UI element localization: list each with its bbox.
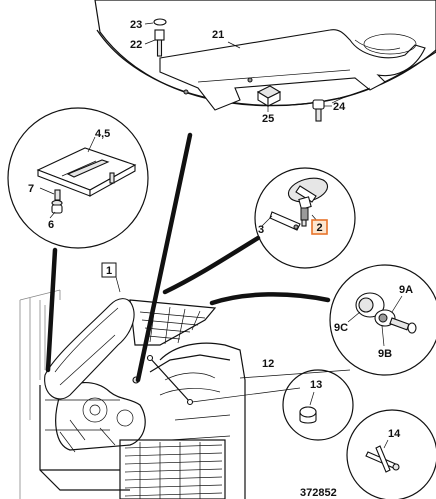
label-25: 25 [262,113,274,125]
leader-lines [45,132,331,383]
label-box-2-highlight [311,219,328,235]
label-9a: 9A [399,284,413,296]
label-box-1 [101,262,117,278]
label-22: 22 [130,39,142,51]
part-labels: 1 2 3 4,5 6 7 9A 9B 9C 12 13 14 21 22 23… [28,19,413,440]
machine-assembly [19,289,246,499]
detail-circle-2-3 [254,167,356,269]
label-2: 2 [316,222,322,234]
label-6: 6 [48,219,54,231]
detail-circle-13 [282,369,354,441]
label-13: 13 [310,379,322,391]
label-4-5: 4,5 [95,128,110,140]
label-24: 24 [333,101,346,113]
thin-leaders [191,369,351,403]
label-3: 3 [258,224,264,236]
label-9b: 9B [378,348,392,360]
detail-circle-14 [346,409,436,499]
figure-number: 372852 [300,487,337,499]
label-7: 7 [28,183,34,195]
detail-circle-top [94,0,436,122]
label-14: 14 [388,428,401,440]
detail-circle-9 [329,264,436,376]
label-21: 21 [212,29,224,41]
label-9c: 9C [334,322,348,334]
label-1: 1 [106,265,112,277]
label-12: 12 [262,358,274,370]
label-23: 23 [130,19,142,31]
detail-circle-left [7,107,149,249]
